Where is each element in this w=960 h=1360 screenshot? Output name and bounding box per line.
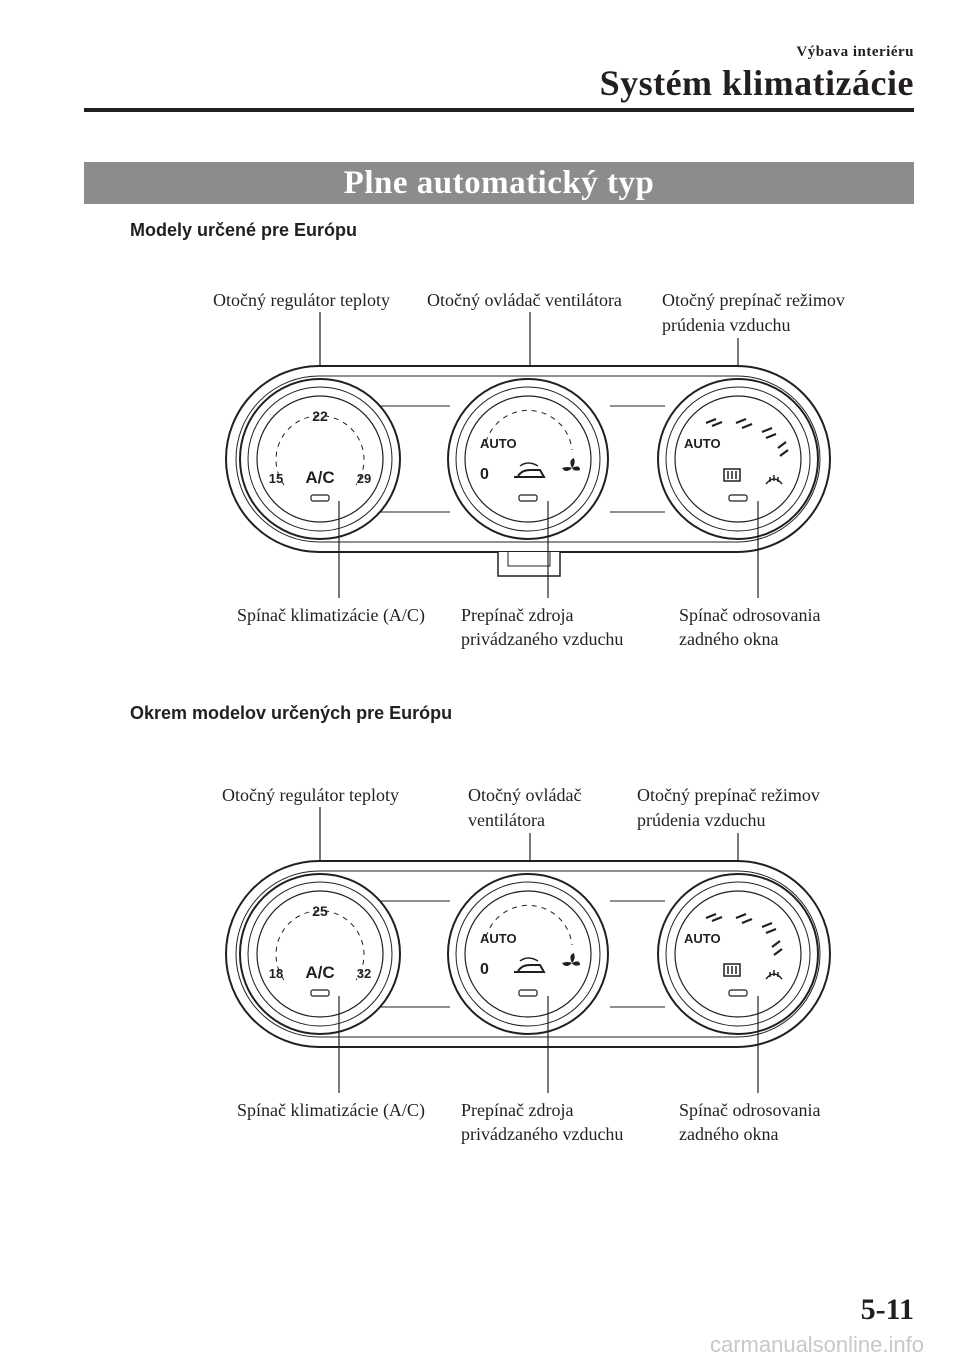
label-temp-dial: Otočný regulátor teploty: [222, 785, 399, 805]
fan-zero-label: 0: [480, 466, 489, 483]
section-name: Výbava interiéru: [796, 44, 914, 60]
fan-icon: [562, 458, 580, 471]
label-fan-dial: Otočný ovládač ventilátora: [427, 290, 622, 310]
climate-panel-diagram-non-europe: Otočný regulátor teploty Otočný ovládač …: [0, 775, 960, 1155]
watermark: carmanualsonline.info: [709, 1332, 924, 1357]
fan-auto-label: AUTO: [480, 931, 517, 946]
label-recirc-line1: Prepínač zdroja: [461, 605, 574, 625]
label-ac-switch: Spínač klimatizácie (A/C): [237, 1100, 425, 1120]
label-defog-line1: Spínač odrosovania: [679, 605, 821, 625]
temp-scale-top: 25: [312, 903, 328, 919]
recirc-indicator: [518, 989, 538, 997]
climate-panel-illustration: 25 18 32 A/C AUTO 0 AUTO: [225, 807, 831, 1093]
diagram-heading-non-europe: Okrem modelov určených pre Európu: [130, 703, 453, 723]
ac-label: A/C: [305, 468, 334, 487]
airflow-mode-icons: [705, 417, 789, 457]
label-mode-dial-line1: Otočný prepínač režimov: [637, 785, 820, 805]
page-number: 5-11: [860, 1293, 914, 1326]
rear-defroster-icon: [723, 468, 741, 482]
label-recirc-line2: privádzaného vzduchu: [461, 629, 624, 649]
label-mode-dial-line2: prúdenia vzduchu: [637, 810, 766, 830]
temp-scale-top: 22: [312, 408, 328, 424]
climate-panel-diagram-europe: Otočný regulátor teploty Otočný ovládač …: [0, 280, 960, 660]
diagram-heading-europe: Modely určené pre Európu: [130, 220, 358, 240]
windshield-defroster-icon: [765, 475, 783, 485]
page-title: Systém klimatizácie: [599, 63, 914, 103]
recirc-indicator: [518, 494, 538, 502]
mode-auto-label: AUTO: [684, 436, 721, 451]
label-fan-dial-line2: ventilátora: [468, 810, 545, 830]
ac-indicator: [310, 989, 330, 997]
temp-scale-min: 18: [269, 966, 283, 981]
rear-defog-indicator: [728, 989, 748, 997]
airflow-mode-icons: [705, 912, 783, 956]
label-defog-line2: zadného okna: [679, 1124, 779, 1144]
temp-scale-max: 32: [357, 966, 371, 981]
label-mode-dial-line2: prúdenia vzduchu: [662, 315, 791, 335]
label-ac-switch: Spínač klimatizácie (A/C): [237, 605, 425, 625]
temp-scale-min: 15: [269, 471, 283, 486]
fan-icon: [562, 953, 580, 966]
windshield-defroster-icon: [765, 970, 783, 980]
ac-indicator: [310, 494, 330, 502]
rear-defog-indicator: [728, 494, 748, 502]
label-recirc-line1: Prepínač zdroja: [461, 1100, 574, 1120]
climate-panel-illustration: 22 15 29 A/C AUTO 0 AUTO: [225, 312, 831, 598]
label-temp-dial: Otočný regulátor teploty: [213, 290, 390, 310]
temp-scale-max: 29: [357, 471, 371, 486]
label-fan-dial-line1: Otočný ovládač: [468, 785, 582, 805]
header-divider: [84, 108, 914, 112]
mode-auto-label: AUTO: [684, 931, 721, 946]
recirculation-icon: [514, 957, 546, 973]
label-mode-dial-line1: Otočný prepínač režimov: [662, 290, 845, 310]
ac-label: A/C: [305, 963, 334, 982]
recirculation-icon: [514, 462, 546, 478]
label-defog-line2: zadného okna: [679, 629, 779, 649]
section-banner: Plne automatický typ: [84, 162, 914, 204]
label-recirc-line2: privádzaného vzduchu: [461, 1124, 624, 1144]
rear-defroster-icon: [723, 963, 741, 977]
fan-auto-label: AUTO: [480, 436, 517, 451]
fan-zero-label: 0: [480, 961, 489, 978]
label-defog-line1: Spínač odrosovania: [679, 1100, 821, 1120]
